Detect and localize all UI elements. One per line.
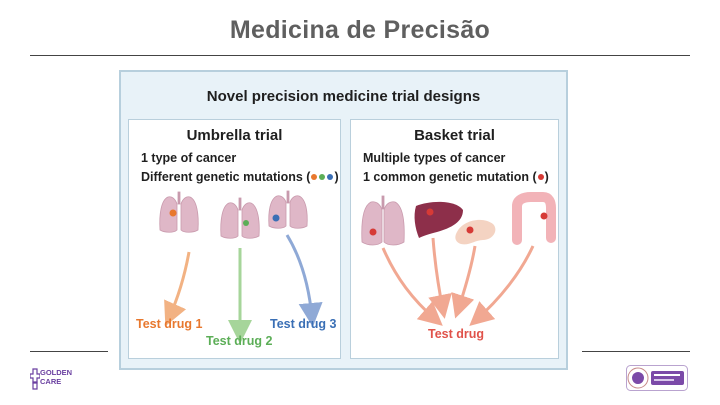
orange-dot-icon — [311, 174, 318, 180]
figure-title: Novel precision medicine trial designs — [206, 88, 481, 105]
umbrella-line-2-text: Different genetic mutations ( — [141, 170, 311, 184]
liver-icon — [414, 201, 463, 238]
basket-line-2-text: 1 common genetic mutation ( — [363, 170, 537, 184]
cancer-center-seal-icon — [626, 365, 688, 391]
red-mutation-dot — [369, 228, 377, 236]
red-mutation-dot — [540, 212, 548, 220]
medical-cross-icon — [30, 368, 40, 390]
golden-care-logo-text: GOLDEN CARE — [40, 368, 73, 386]
arrow-pancreas-to-drug — [451, 245, 477, 319]
green-mutation-dot — [243, 220, 249, 226]
basket-trial-title: Basket trial — [414, 127, 495, 144]
umbrella-line-2-close: ) — [334, 170, 339, 184]
red-mutation-dot — [426, 208, 434, 216]
umbrella-trial-title: Umbrella trial — [186, 127, 283, 144]
arrow-to-drug-1 — [164, 251, 191, 327]
umbrella-illustration — [159, 190, 323, 344]
orange-mutation-dot — [169, 209, 177, 217]
test-drug-1-label: Test drug 1 — [136, 317, 203, 331]
title-divider — [30, 55, 690, 56]
cancer-center-logo — [626, 365, 688, 391]
basket-line-1: Multiple types of cancer — [363, 151, 506, 165]
test-drug-2-label: Test drug 2 — [206, 334, 273, 348]
trial-designs-figure: Novel precision medicine trial designs U… — [119, 70, 568, 370]
basket-illustration — [361, 192, 556, 326]
basket-line-2: 1 common genetic mutation () — [363, 170, 549, 184]
colon-icon — [512, 192, 556, 245]
slide-title: Medicina de Precisão — [229, 16, 491, 44]
footer-divider-left — [30, 351, 108, 352]
basket-line-2-close: ) — [544, 170, 549, 184]
red-mutation-dot — [466, 226, 474, 234]
pancreas-icon — [455, 219, 496, 245]
footer-divider-right — [582, 351, 690, 352]
lungs-icon — [361, 195, 405, 246]
blue-mutation-dot — [272, 214, 280, 222]
arrow-liver-to-drug — [428, 237, 452, 319]
umbrella-line-1: 1 type of cancer — [141, 151, 237, 165]
green-dot-icon — [319, 174, 326, 180]
test-drug-3-label: Test drug 3 — [270, 317, 337, 331]
arrow-to-drug-3 — [285, 234, 323, 327]
umbrella-line-2: Different genetic mutations () — [141, 170, 339, 184]
arrow-lungs-to-drug — [381, 247, 443, 326]
blue-dot-icon — [327, 174, 334, 180]
red-dot-icon — [537, 174, 544, 180]
lungs-icon — [220, 197, 260, 239]
golden-care-logo: GOLDEN CARE — [30, 368, 73, 392]
lungs-icon — [268, 190, 308, 229]
basket-trial-box: Basket trial Multiple types of cancer 1 … — [350, 119, 559, 359]
test-drug-label: Test drug — [428, 327, 485, 341]
arrow-colon-to-drug — [469, 245, 535, 326]
umbrella-trial-box: Umbrella trial 1 type of cancer Differen… — [128, 119, 341, 359]
lungs-icon — [159, 191, 199, 233]
